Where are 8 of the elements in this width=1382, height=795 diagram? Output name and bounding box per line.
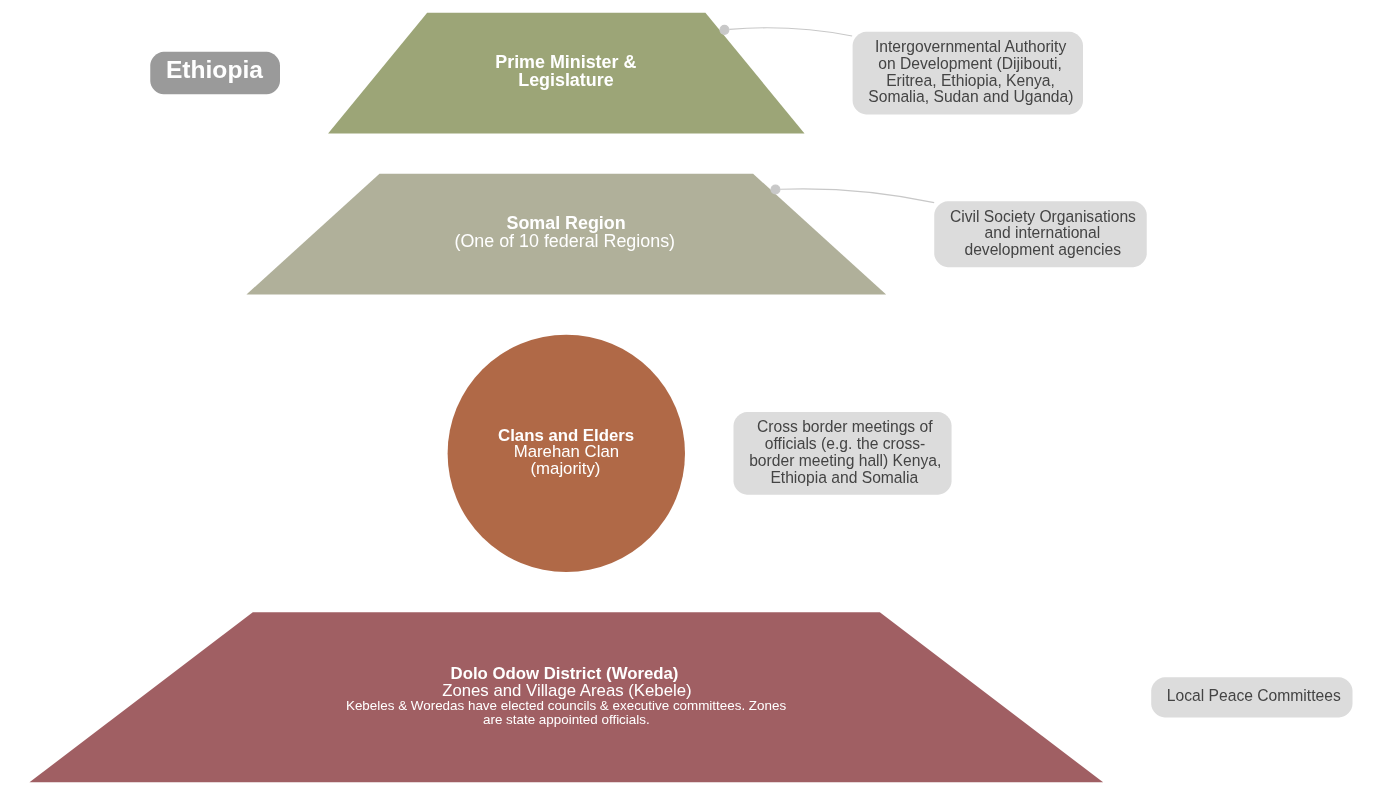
node-box: Cross border meetings of officials (e.g. the cross-border meeting hall) Kenya, Ethiopia and Somalia <box>733 412 952 495</box>
node-circle: Clans and Elders Marehan Clan (majority) <box>447 334 685 573</box>
connector <box>770 184 935 204</box>
node-box: Intergovernmental Authority on Development (Dijibouti, Eritrea, Ethiopia, Kenya, Somalia, Sudan and Uganda) <box>852 31 1083 115</box>
node-box: Civil Society Organisations and international development agencies <box>934 201 1147 268</box>
connector <box>719 24 853 37</box>
node-box: Local Peace Committees <box>1151 677 1353 718</box>
node-box: Ethiopia <box>150 51 280 95</box>
